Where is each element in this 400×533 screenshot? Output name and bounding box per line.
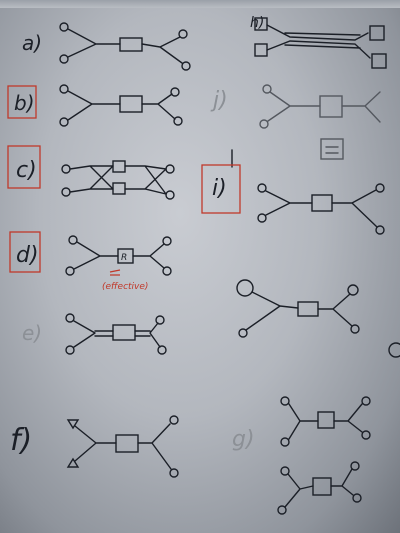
diagram-h: [254, 17, 387, 69]
label-e: e): [22, 321, 42, 345]
diagram-g: [277, 396, 371, 515]
diagram-e: [65, 313, 167, 355]
whiteboard-frame: [0, 0, 400, 8]
red-box-d: [9, 231, 41, 273]
label-c: c): [16, 158, 37, 183]
label-b: b): [14, 91, 35, 115]
label-j: j): [210, 88, 228, 113]
label-d: d): [16, 243, 39, 268]
diagram-j: [259, 84, 381, 160]
red-box-c: [7, 145, 41, 189]
red-arrow: [109, 269, 121, 276]
diagram-a: [59, 22, 191, 71]
label-h: h): [250, 15, 264, 31]
annotation-effective: (effective): [102, 282, 148, 292]
red-box-i: [201, 164, 241, 214]
label-g: g): [232, 427, 255, 452]
diagram-b: [59, 84, 183, 127]
diagram-c: [61, 160, 175, 200]
label-a: a): [22, 31, 42, 55]
diagram-k: [236, 279, 400, 358]
box-mark: R: [121, 253, 127, 263]
diagram-i: [257, 183, 385, 235]
red-box-b: [7, 85, 37, 119]
label-f: f): [10, 423, 32, 458]
diagram-f: [66, 415, 179, 478]
diagram-d: [65, 235, 172, 276]
label-i: i): [212, 176, 227, 201]
